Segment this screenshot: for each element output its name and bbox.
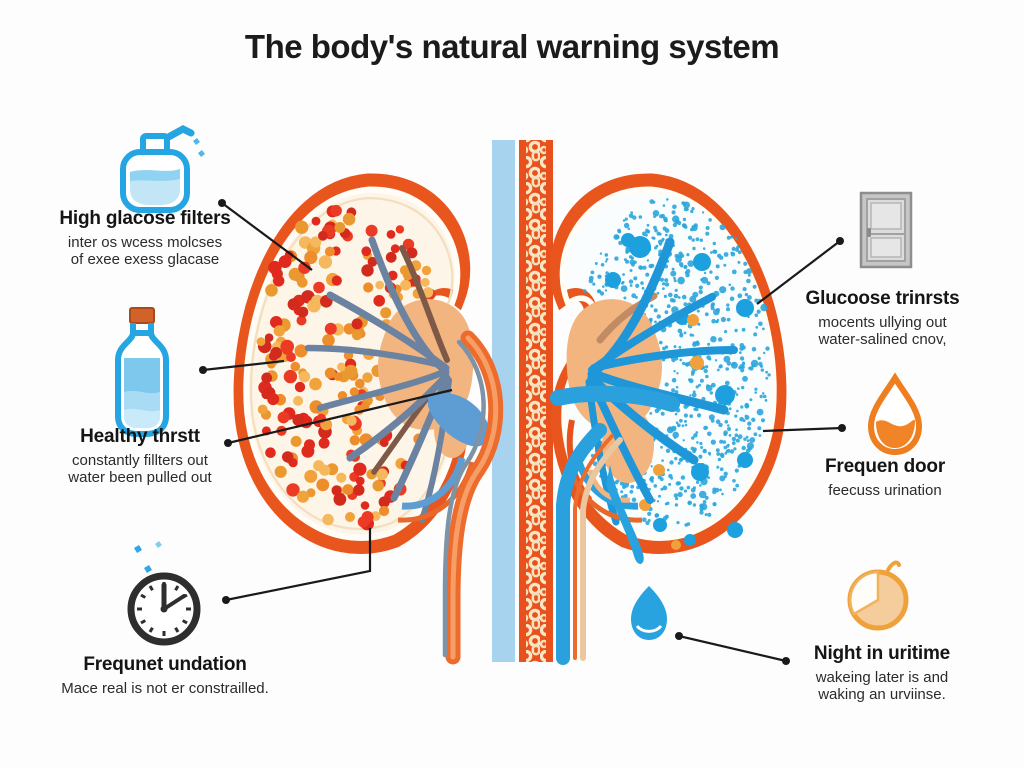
callout-frequent-urination: Frequnet undation Mace real is not er co… [30,654,300,697]
jar-spout [159,125,195,144]
leader-healthy-thirst-b [227,388,453,445]
pie-clock-wedge [849,570,880,616]
urine-drop [631,586,667,640]
callout-heading: Frequnet undation [83,654,247,675]
callout-line: constantly fillters out [72,452,208,469]
left-ureter [442,330,504,665]
water-bottle-icon [102,300,182,442]
right-ureter [556,423,623,665]
clock-minute-hand [162,594,186,611]
jar-sparkles [193,138,205,157]
callout-heading: Night in uritime [813,643,951,664]
blood-vessel-column [492,140,553,662]
clock-center [160,605,168,613]
callout-glucose-thirst: Glucoose trinrsts mocents ullying out wa… [765,288,1000,348]
callout-line: water-salined cnov, [818,331,947,348]
water-drop-icon [855,370,935,460]
pie-clock-stem [886,560,901,572]
callout-heading: Glucoose trinrsts [805,288,960,309]
left-kidney-inner-ring [243,187,461,541]
callout-line: inter os wcess molcses [67,234,223,251]
leader-healthy-thirst-a [202,359,285,372]
left-renal-vein [428,392,490,447]
callout-line: of exee exess glacase [70,251,220,268]
leader-lines [199,199,846,665]
door-panel-top [870,202,902,230]
drop-highlight [635,624,663,633]
right-swirl-blue [574,457,639,510]
callout-night-urine: Night in uritime wakeing later is and wa… [762,643,1002,703]
leader-night-urine [678,634,787,663]
jar-water-surface [130,169,180,181]
callout-high-glucose: High glacose filters inter os wcess molc… [30,208,260,268]
right-kidney [549,173,787,554]
callout-line: wakeing later is and [815,669,949,686]
left-swirl-blue [401,457,466,510]
door-panel-bottom [870,237,902,258]
leader-high-glucose [221,202,313,271]
clock-sparkle-2 [155,541,162,548]
left-kidney [233,173,490,554]
callout-frequent-door: Frequen door feecuss urination [770,456,1000,499]
vein-band [492,140,515,662]
clock-icon [105,535,223,653]
leader-frequent-door [762,426,843,433]
jar-tap-icon [105,122,210,217]
right-renal-vein [550,385,680,412]
callout-line: mocents ullying out [818,314,947,331]
drop-fill [876,419,915,448]
page-title: The body's natural warning system [244,28,780,65]
door-handle [867,228,871,237]
left-vessels [304,236,452,523]
callout-line: waking an urviinse. [818,686,946,703]
callout-heading: High glacose filters [59,208,231,229]
artery-texture [526,140,546,662]
bottle-wave2 [124,408,160,428]
leader-glucose-thirst [756,240,841,305]
pie-clock-icon [840,558,925,638]
callout-line: feecuss urination [828,482,942,499]
callout-healthy-thirst: Healthy thrstt constantly fillters out w… [25,426,255,486]
callout-line: water been pulled out [68,469,212,486]
clock-sparkle-1 [134,545,142,553]
door-icon [852,188,922,276]
clock-sparkle-3 [144,565,152,573]
leader-frequent-urination [225,528,372,602]
glucose-dots [256,204,436,531]
callout-line: Mace real is not er constrailled. [61,680,269,697]
bottle-cap [129,307,155,324]
callout-heading: Frequen door [824,456,946,477]
urine-drip [606,465,667,640]
callout-heading: Healthy thrstt [80,426,200,447]
